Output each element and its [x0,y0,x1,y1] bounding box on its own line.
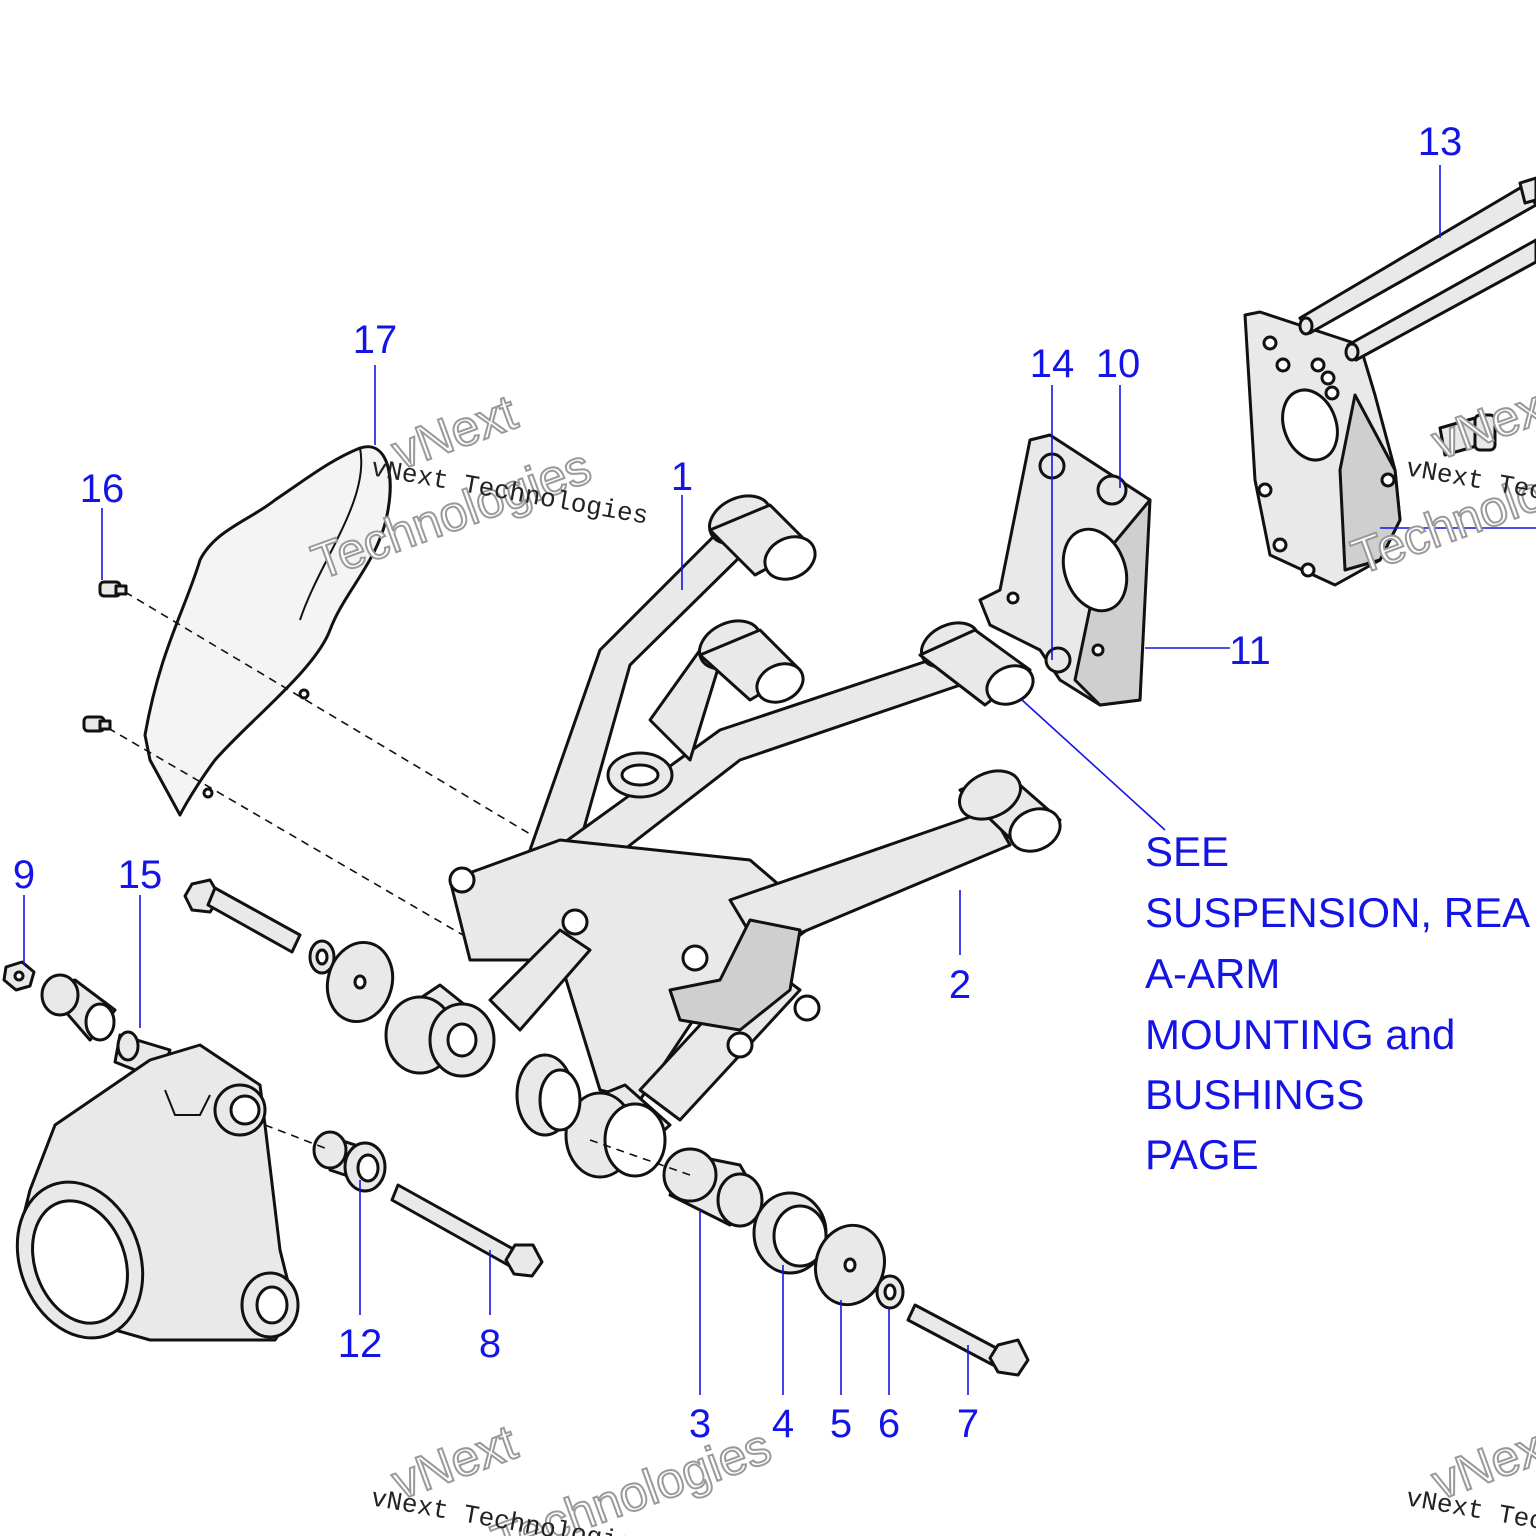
reference-note-line-4: MOUNTING and [1145,1011,1455,1058]
watermark-big-line1-right: vNext [1425,374,1536,470]
screw-bottom [82,715,112,733]
rear-bracket [1243,310,1402,587]
stud-right [1438,413,1497,457]
callout-11[interactable]: 11 [1229,629,1271,673]
bearing-knuckle [15,1043,300,1342]
callout-7[interactable]: 7 [957,1402,979,1446]
small-washer [875,1274,905,1310]
bushing-flange [752,1191,828,1275]
bolt-long-right [906,1303,1030,1377]
callout-2[interactable]: 2 [949,963,971,1007]
long-bolts [1298,176,1536,362]
lower-bushing-rear [958,769,1062,853]
callout-12[interactable]: 12 [338,1322,383,1366]
callout-10[interactable]: 10 [1096,342,1141,386]
bolt-knuckle [390,1183,544,1278]
screw-top [98,580,128,598]
line-art [2,176,1536,1377]
sleeve [40,973,117,1042]
callout-17[interactable]: 17 [353,318,398,362]
reference-note-line-3: A-ARM [1145,950,1280,997]
upper-bushing-middle [698,619,805,704]
spacer-sleeve [662,1147,764,1228]
upper-bushing-rear [918,621,1035,707]
mounting-bracket [978,433,1152,707]
bolt-upper-left [183,878,395,1024]
callouts: 1 2 3 4 5 6 7 8 9 10 11 12 13 14 15 16 1… [13,120,1462,1446]
callout-13[interactable]: 13 [1418,120,1463,164]
lower-bushing-left [384,983,496,1078]
callout-3[interactable]: 3 [689,1402,711,1446]
reference-note-line-1: SEE [1145,828,1229,875]
reference-note-line-2: SUSPENSION, REA [1145,889,1530,936]
skid-guard-plate [143,445,392,817]
lower-bushing-right [564,1083,672,1179]
callout-4[interactable]: 4 [772,1402,794,1446]
reference-note-line-5: BUSHINGS [1145,1071,1364,1118]
lower-a-arm [384,769,1062,1179]
upper-a-arm [528,494,1035,882]
callout-8[interactable]: 8 [479,1322,501,1366]
callout-15[interactable]: 15 [118,853,163,897]
callout-9[interactable]: 9 [13,853,35,897]
reference-note[interactable]: SEE SUSPENSION, REA A-ARM MOUNTING and B… [1145,828,1530,1178]
nut [2,960,36,992]
upper-bushing-front [708,494,817,581]
callout-16[interactable]: 16 [80,467,125,511]
callout-6[interactable]: 6 [878,1402,900,1446]
large-washer [814,1223,886,1307]
callout-14[interactable]: 14 [1030,342,1075,386]
flange-bushing [515,1053,582,1137]
reference-note-line-6: PAGE [1145,1131,1259,1178]
bushing-small [312,1130,387,1193]
leader-lines [23,165,1536,1395]
callout-1[interactable]: 1 [671,455,693,499]
callout-5[interactable]: 5 [830,1402,852,1446]
